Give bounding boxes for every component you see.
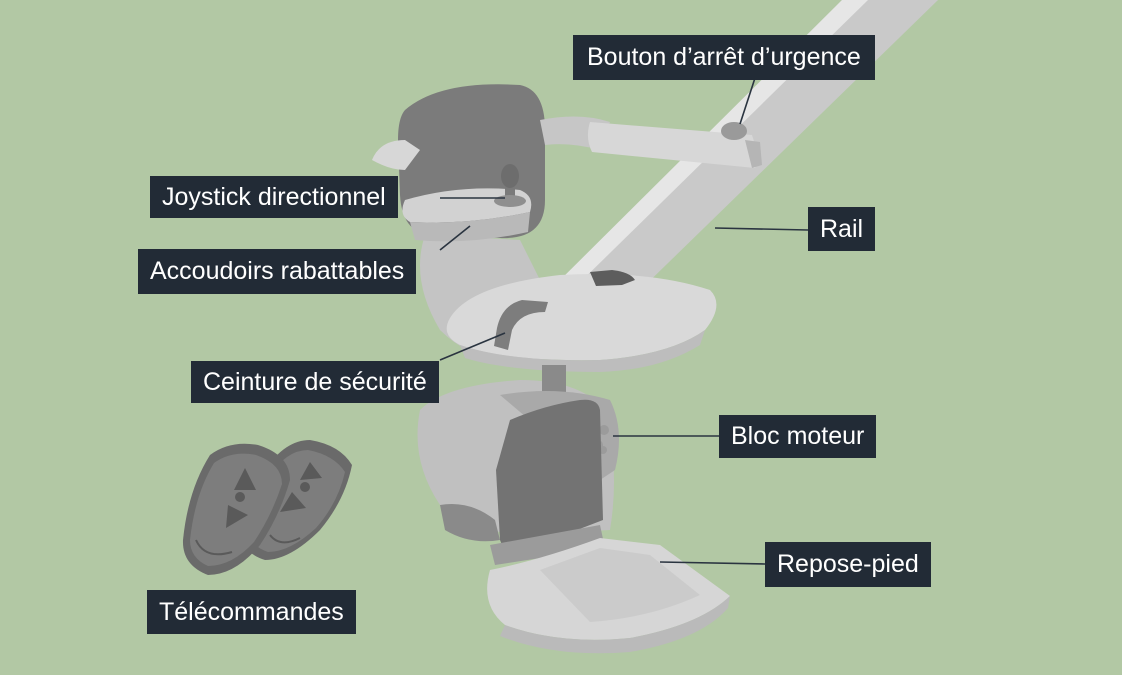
label-armrests: Accoudoirs rabattables [138,249,417,294]
emergency-stop-arm [540,116,762,168]
leader-emergency-stop [739,77,756,125]
label-motor: Bloc moteur [719,415,877,458]
footrest [440,399,730,654]
label-rail: Rail [808,207,876,251]
leader-seatbelt [439,332,506,361]
remote-controls [182,440,352,575]
label-seatbelt: Ceinture de sécurité [191,361,439,403]
leader-armrests [439,225,471,251]
label-footrest: Repose-pied [765,542,931,587]
leader-rail [714,227,809,231]
label-remotes: Télécommandes [147,590,356,634]
label-emergency-stop: Bouton d’arrêt d’urgence [573,35,875,80]
leader-footrest [659,561,766,565]
seat [446,270,717,372]
leader-lines [439,77,809,565]
label-joystick: Joystick directionnel [150,176,398,218]
